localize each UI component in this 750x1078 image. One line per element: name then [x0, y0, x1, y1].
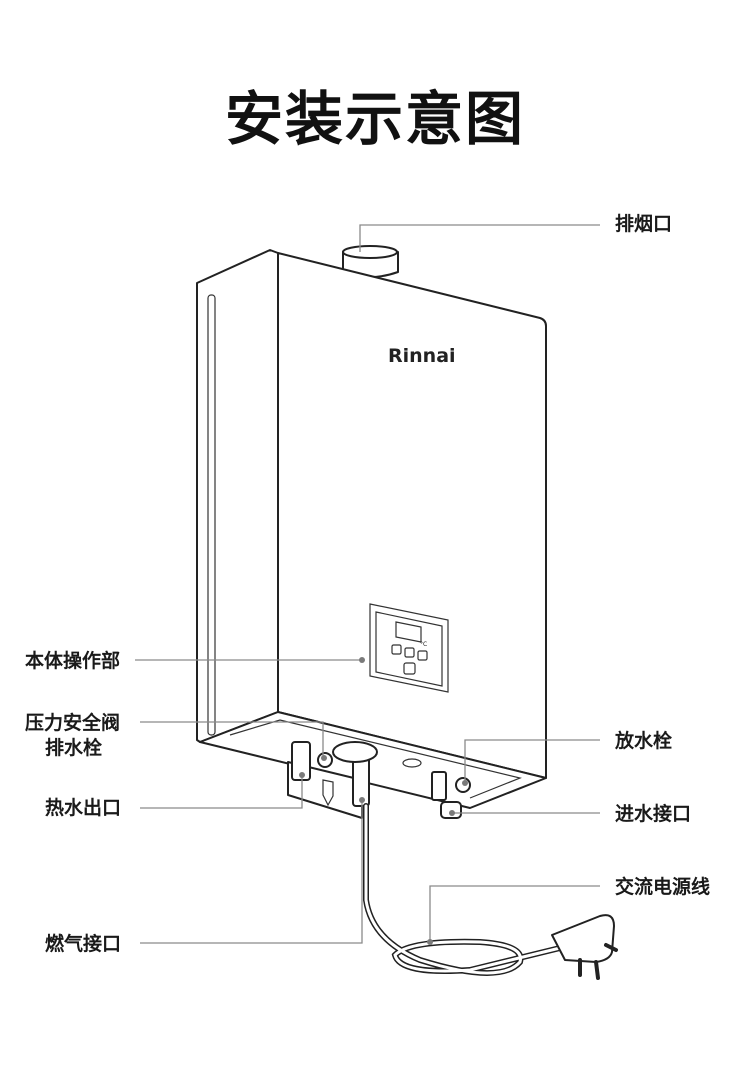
brand-logo: Rinnai — [388, 345, 456, 367]
hot-water-pipe — [291, 741, 311, 781]
label-water-inlet: 进水接口 — [615, 803, 691, 825]
up-button[interactable] — [417, 650, 428, 661]
mode-button[interactable] — [404, 647, 415, 658]
control-panel: °C — [369, 603, 449, 693]
power-plug — [551, 914, 618, 980]
page-title: 安装示意图 — [224, 85, 525, 153]
label-drain-plug: 放水栓 — [614, 729, 672, 752]
side-slot — [207, 294, 216, 736]
water-inlet-pipe — [440, 801, 462, 819]
label-flue: 排烟口 — [615, 212, 672, 235]
label-relief-drain: 排水栓 — [45, 736, 102, 759]
display-screen — [395, 621, 422, 643]
label-control: 本体操作部 — [25, 649, 120, 672]
heater-side-panel — [196, 249, 279, 743]
label-power-cord: 交流电源线 — [615, 875, 710, 898]
leader-lines — [135, 224, 600, 945]
label-hot-water-outlet: 热水出口 — [45, 796, 121, 819]
label-relief-valve: 压力安全阀 — [25, 711, 120, 734]
down-button[interactable] — [391, 644, 402, 655]
temp-unit: °C — [420, 641, 427, 648]
inlet-valve — [431, 771, 447, 801]
label-gas-inlet: 燃气接口 — [45, 932, 121, 955]
power-button[interactable] — [403, 662, 416, 675]
heater-front-panel — [277, 252, 547, 779]
